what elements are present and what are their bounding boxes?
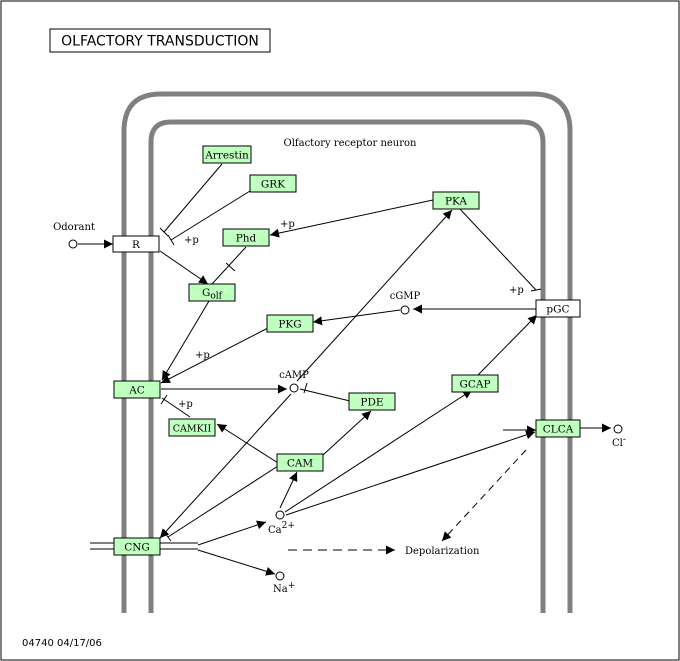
compound-na-base: Na bbox=[273, 584, 288, 595]
compound-cl-base: Cl bbox=[612, 438, 623, 449]
node-golf[interactable]: Golf bbox=[188, 283, 236, 302]
compound-cl-circle[interactable] bbox=[613, 424, 623, 434]
edge-pde-camp bbox=[299, 388, 351, 402]
node-camkii-label: CAMKII bbox=[173, 424, 212, 435]
node-phd[interactable]: Phd bbox=[222, 228, 270, 247]
edge-arrestin-r-bar bbox=[159, 227, 169, 237]
node-gcap[interactable]: GCAP bbox=[451, 374, 499, 393]
node-grk[interactable]: GRK bbox=[249, 174, 297, 193]
footer-id-date: 04740 04/17/06 bbox=[22, 638, 102, 649]
edge-pka-pgc bbox=[458, 207, 537, 291]
node-pkg-label: PKG bbox=[278, 319, 301, 331]
edge-cam-camkii bbox=[216, 423, 279, 464]
node-ac[interactable]: AC bbox=[113, 380, 161, 399]
compound-ca-label: Ca2+ bbox=[268, 521, 295, 536]
edge-ca-clca bbox=[285, 430, 536, 516]
node-golf-label: Golf bbox=[202, 287, 223, 302]
compound-nodes: Odorant cGMP cAMP Ca2+ Na+ Cl- Depolariz… bbox=[53, 222, 626, 595]
node-r[interactable]: R bbox=[112, 235, 160, 253]
node-camkii[interactable]: CAMKII bbox=[168, 418, 216, 437]
compound-na-superscript: + bbox=[288, 581, 296, 591]
edge-camp-cng bbox=[159, 393, 292, 539]
edge-clca-depolarization bbox=[441, 449, 527, 542]
edge-r-golf bbox=[159, 250, 209, 285]
node-r-label: R bbox=[132, 239, 141, 251]
node-clca[interactable]: CLCA bbox=[535, 419, 581, 438]
node-golf-main: G bbox=[202, 287, 210, 299]
compound-odorant-label: Odorant bbox=[53, 222, 95, 233]
node-pgc-label: pGC bbox=[546, 304, 569, 316]
node-pgc[interactable]: pGC bbox=[535, 299, 581, 318]
compound-na-label: Na+ bbox=[273, 581, 295, 595]
node-grk-label: GRK bbox=[261, 179, 285, 191]
edge-cam-pde bbox=[322, 410, 372, 456]
node-pkg[interactable]: PKG bbox=[266, 314, 314, 333]
edge-camp-pka bbox=[296, 209, 453, 382]
node-arrestin-label: Arrestin bbox=[204, 150, 249, 162]
node-cam[interactable]: CAM bbox=[276, 453, 324, 472]
outer-membrane bbox=[121, 91, 573, 613]
node-gcap-label: GCAP bbox=[459, 379, 490, 391]
edge-ca-cam bbox=[279, 471, 298, 509]
compound-cgmp-circle[interactable] bbox=[400, 305, 410, 315]
edge-cam-cng bbox=[167, 465, 279, 538]
compound-ca-circle[interactable] bbox=[275, 510, 285, 520]
compound-ca-base: Ca bbox=[268, 525, 282, 536]
compound-odorant-circle[interactable] bbox=[68, 239, 78, 249]
label-camkii-phosphorylation: +p bbox=[178, 399, 193, 410]
node-arrestin[interactable]: Arrestin bbox=[202, 145, 252, 164]
edge-pde-camp-bar bbox=[303, 382, 308, 394]
page-title: OLFACTORY TRANSDUCTION bbox=[61, 34, 259, 50]
edge-cng-na bbox=[197, 549, 276, 576]
node-pde-label: PDE bbox=[360, 397, 383, 409]
edge-pkg-ac bbox=[160, 327, 269, 384]
label-phd-phosphorylation: +p bbox=[280, 219, 295, 230]
compound-camp-circle[interactable] bbox=[289, 383, 299, 393]
compound-camp-label: cAMP bbox=[279, 370, 309, 381]
compound-cl-superscript: - bbox=[623, 435, 626, 445]
edge-grk-r-bar bbox=[167, 234, 175, 246]
edge-pka-pgc-bar bbox=[530, 288, 542, 292]
node-cam-label: CAM bbox=[287, 458, 314, 470]
node-golf-subscript: olf bbox=[210, 292, 222, 302]
compound-cl-label: Cl- bbox=[612, 435, 626, 449]
edge-camkii-ac bbox=[161, 397, 191, 418]
node-phd-label: Phd bbox=[236, 233, 257, 245]
label-r-phosphorylation: +p bbox=[184, 235, 199, 246]
edge-ca-gcap bbox=[284, 389, 473, 513]
compound-na-circle[interactable] bbox=[275, 571, 285, 581]
node-cng[interactable]: CNG bbox=[113, 537, 161, 556]
compound-cgmp-label: cGMP bbox=[390, 291, 421, 302]
inner-membrane bbox=[148, 119, 546, 613]
edge-phd-golf-bar bbox=[225, 262, 236, 272]
edge-arrestin-r bbox=[163, 163, 223, 233]
edge-cam-cng-bar bbox=[163, 531, 172, 542]
edges bbox=[78, 163, 611, 576]
gene-nodes: Arrestin GRK R Phd Golf PKG AC CAMKII bbox=[112, 145, 581, 556]
label-pkg-phosphorylation: +p bbox=[195, 350, 210, 361]
node-pka[interactable]: PKA bbox=[432, 191, 480, 210]
node-pka-label: PKA bbox=[445, 196, 467, 208]
edge-camkii-ac-bar bbox=[160, 394, 168, 405]
node-clca-label: CLCA bbox=[543, 424, 574, 436]
compound-ca-superscript: 2+ bbox=[282, 521, 295, 531]
node-ac-label: AC bbox=[128, 385, 145, 397]
edge-cng-ca bbox=[197, 520, 267, 546]
cell-label: Olfactory receptor neuron bbox=[284, 138, 418, 149]
node-cng-label: CNG bbox=[124, 542, 150, 554]
edge-golf-ac bbox=[161, 300, 210, 381]
title-box: OLFACTORY TRANSDUCTION bbox=[49, 28, 271, 53]
node-pde[interactable]: PDE bbox=[348, 392, 396, 411]
label-pgc-phosphorylation: +p bbox=[509, 285, 524, 296]
edge-grk-r bbox=[170, 190, 251, 241]
edge-gcap-pgc bbox=[476, 314, 538, 377]
depolarization-label: Depolarization bbox=[405, 546, 480, 557]
edge-pka-phd bbox=[269, 199, 434, 238]
